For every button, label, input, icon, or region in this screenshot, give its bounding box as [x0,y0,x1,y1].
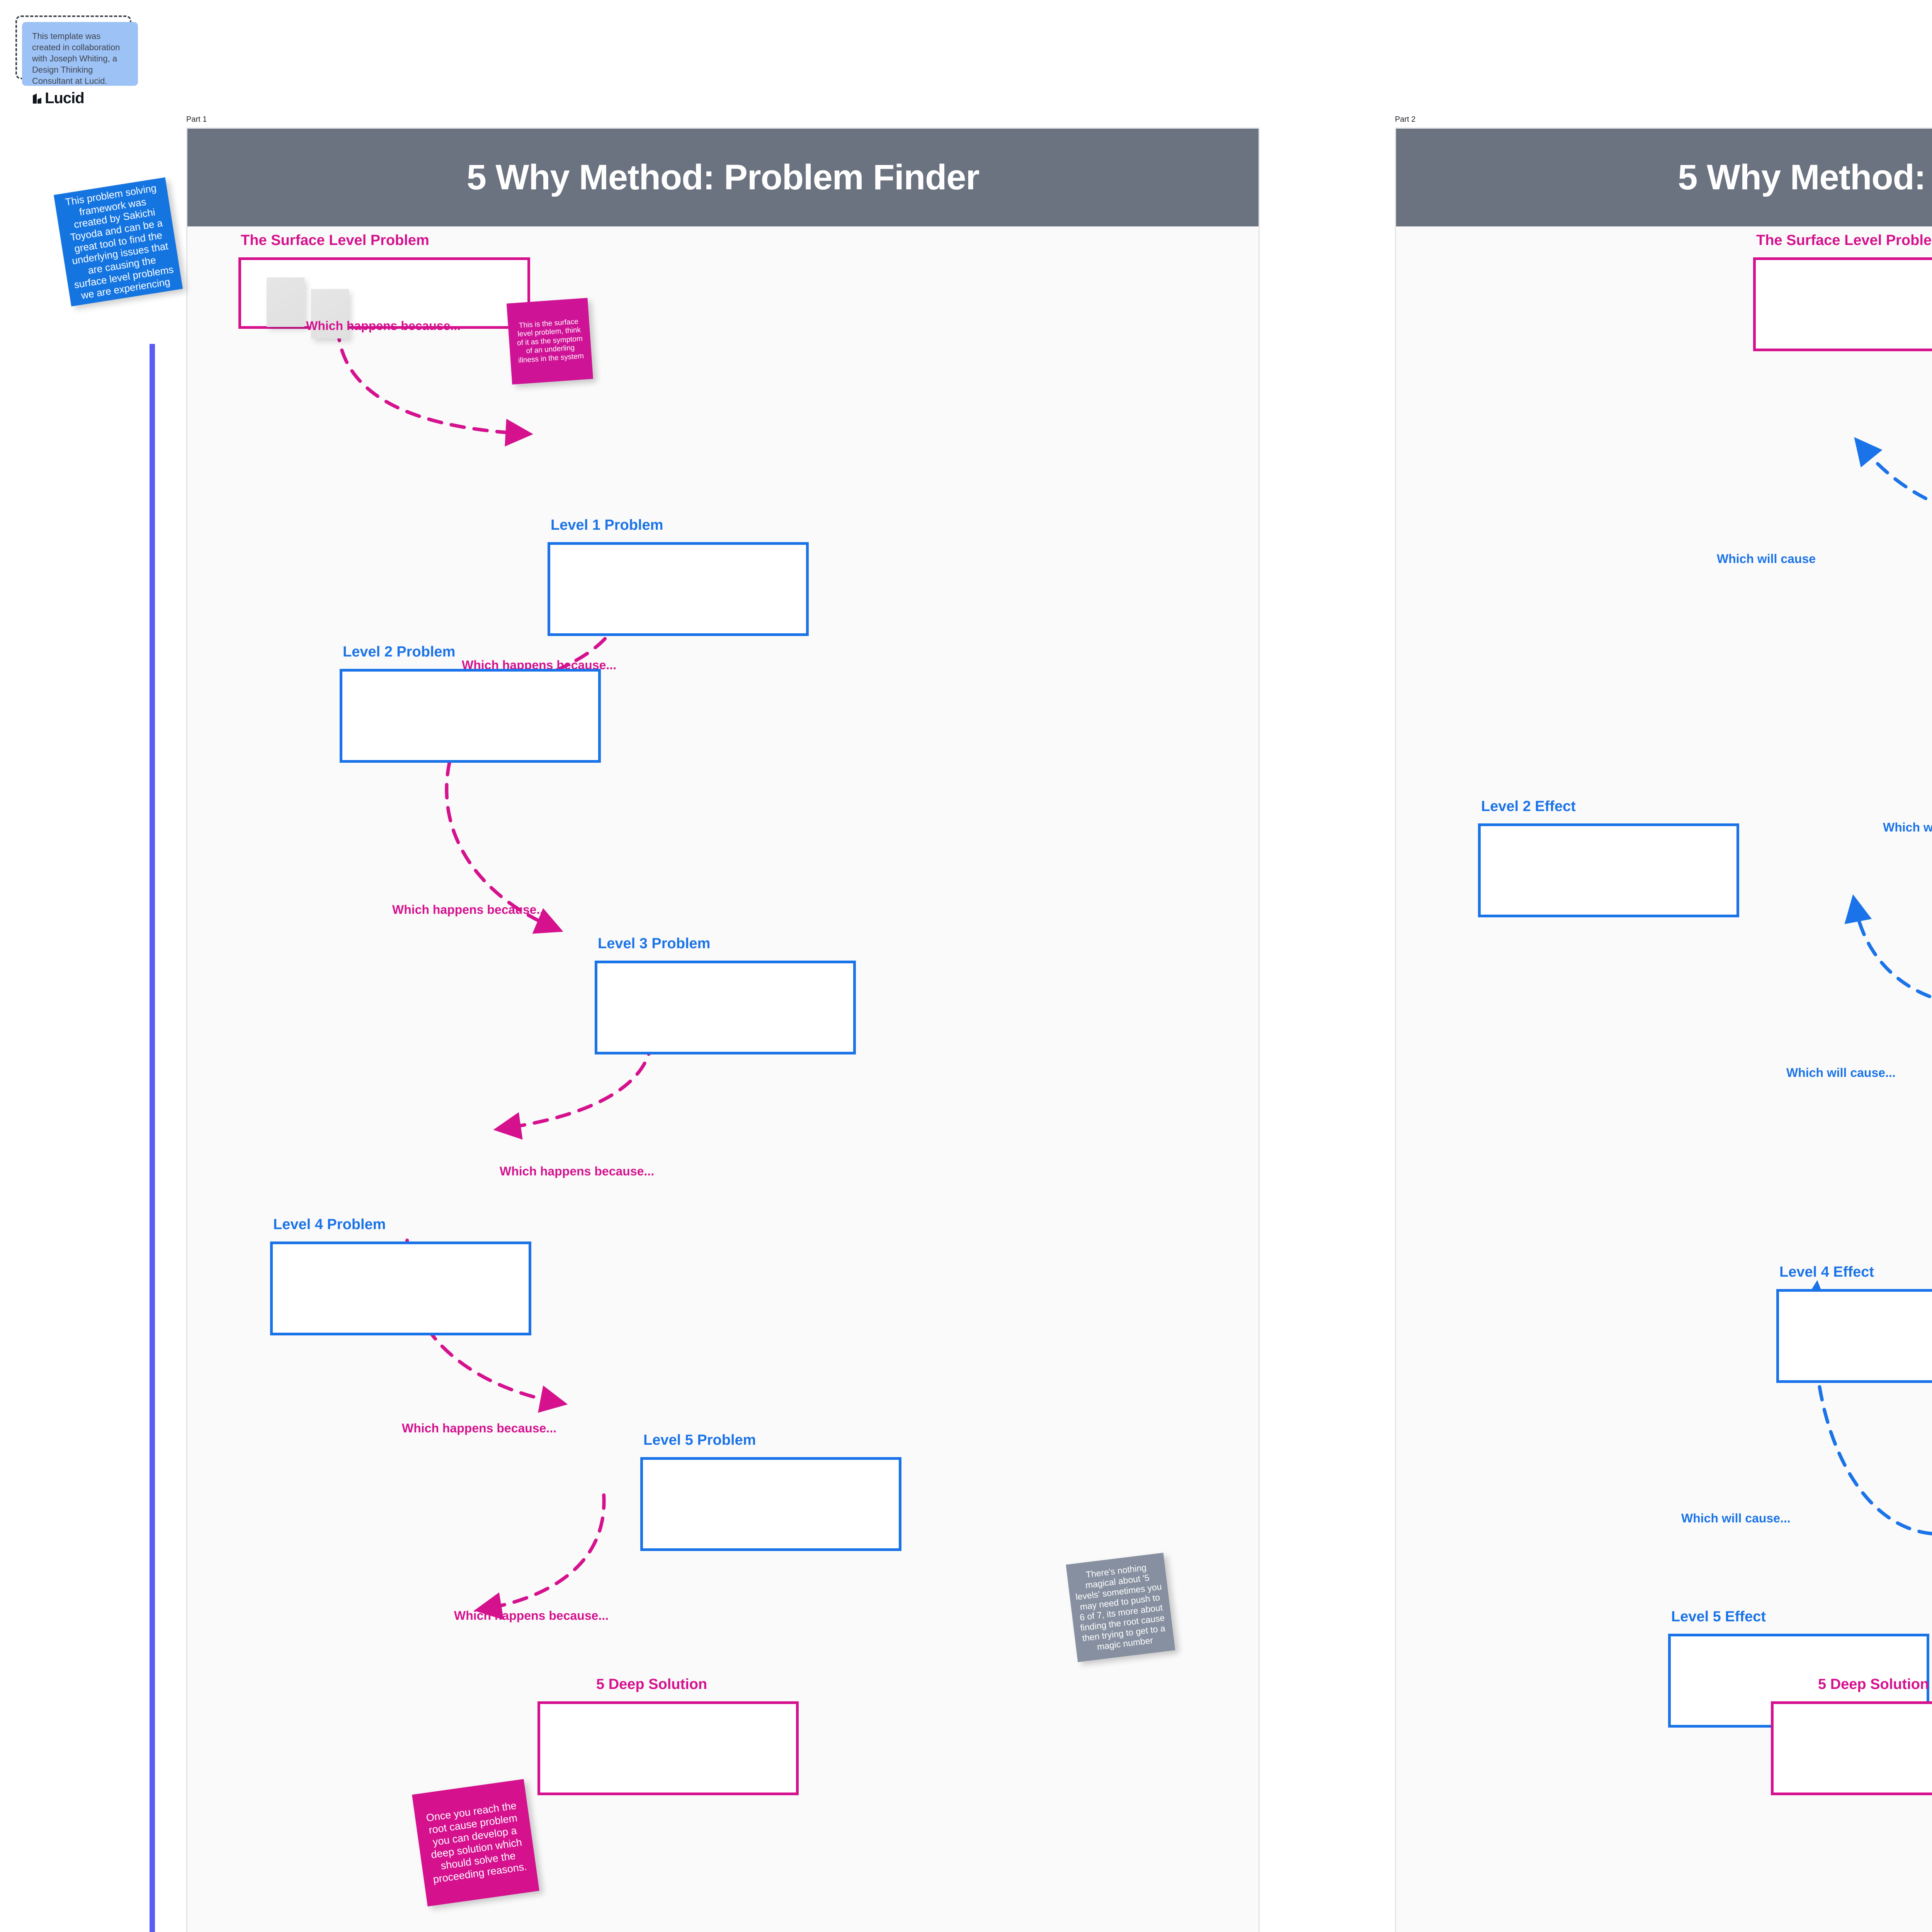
part-1-node-label-1: Level 1 Problem [551,517,663,533]
part-2-node-2[interactable] [1478,823,1739,917]
sticky-text: Once you reach the root cause problem yo… [425,1799,528,1885]
part-1-connector-label-0: Which happens because... [306,319,461,333]
part-2-node-label-5: Level 5 Effect [1671,1609,1766,1625]
part-1-connector-label-5: Which happens because... [454,1609,609,1622]
part-2-connector-label-2: Which will cause... [1786,1066,1896,1080]
part-1-connector-label-2: Which happens because... [392,903,547,917]
part-2-node-label-2: Level 2 Effect [1481,798,1576,815]
part-1-node-5[interactable] [640,1457,901,1551]
part-1-node-label-3: Level 3 Problem [598,935,711,952]
sticky-text: This is the surface level problem, think… [517,317,584,365]
part-1-node-label-0: The Surface Level Problem [241,232,429,248]
attribution-card: This template was created in collaborati… [22,22,138,107]
part-2-node-label-4: Level 4 Effect [1779,1264,1874,1280]
part-2-connector-label-4: Which will cause... [1681,1511,1791,1525]
part-1-label: Part 1 [186,115,207,124]
part-1-node-3[interactable] [595,961,856,1054]
part-1-node-label-2: Level 2 Problem [343,644,456,660]
lucid-wordmark: Lucid [45,90,85,107]
part-1-node-6[interactable] [537,1701,799,1795]
part-2-connector-label-0: Which will cause [1717,552,1816,566]
lucid-logo: Lucid [32,90,128,107]
part-1-board: 5 Why Method: Problem Finder The Surface… [186,128,1260,1932]
placeholder-sticky-b[interactable] [311,289,349,338]
part-1-node-2[interactable] [340,669,601,763]
part-1-sticky-origin[interactable]: This problem solving framework was creat… [53,177,183,307]
part-1-header: 5 Why Method: Problem Finder [187,129,1259,226]
part-1-connector-label-4: Which happens because... [402,1421,557,1435]
attribution-text: This template was created in collaborati… [32,31,120,86]
sticky-text: This problem solving framework was creat… [64,182,175,301]
part-1-node-4[interactable] [270,1242,531,1335]
part-1-sticky-five-levels[interactable]: There's nothing magical about '5 levels'… [1066,1553,1175,1662]
part-2-title: 5 Why Method: Solution Tester [1678,158,1932,197]
part-2-node-label-6: 5 Deep Solution [1818,1676,1929,1692]
part-1-node-1[interactable] [548,542,809,636]
part-1-sticky-deep-solution[interactable]: Once you reach the root cause problem yo… [412,1779,539,1906]
part-2-node-label-0: The Surface Level Problem [1756,232,1932,248]
lucid-mark-icon [33,93,41,104]
part-2-node-4[interactable] [1776,1289,1932,1383]
part-1-title: 5 Why Method: Problem Finder [466,158,980,197]
placeholder-sticky-a[interactable] [267,277,304,327]
part-1-connector-label-3: Which happens because... [500,1164,655,1178]
part-1-node-label-4: Level 4 Problem [273,1216,386,1233]
part-2-node-6[interactable] [1771,1701,1932,1795]
part-1-node-label-6: 5 Deep Solution [596,1676,707,1692]
sticky-text: There's nothing magical about '5 levels'… [1075,1562,1166,1652]
part-1-node-label-5: Level 5 Problem [643,1432,756,1448]
part-2-node-0[interactable] [1753,257,1932,351]
part-2-header: 5 Why Method: Solution Tester [1396,129,1932,226]
part-1-sticky-surface-level[interactable]: This is the surface level problem, think… [506,298,594,385]
part-2-board: 5 Why Method: Solution Tester [1395,128,1932,1932]
part-2-label: Part 2 [1395,115,1416,124]
part-2-connector-label-1: Which will cause... [1883,820,1932,834]
